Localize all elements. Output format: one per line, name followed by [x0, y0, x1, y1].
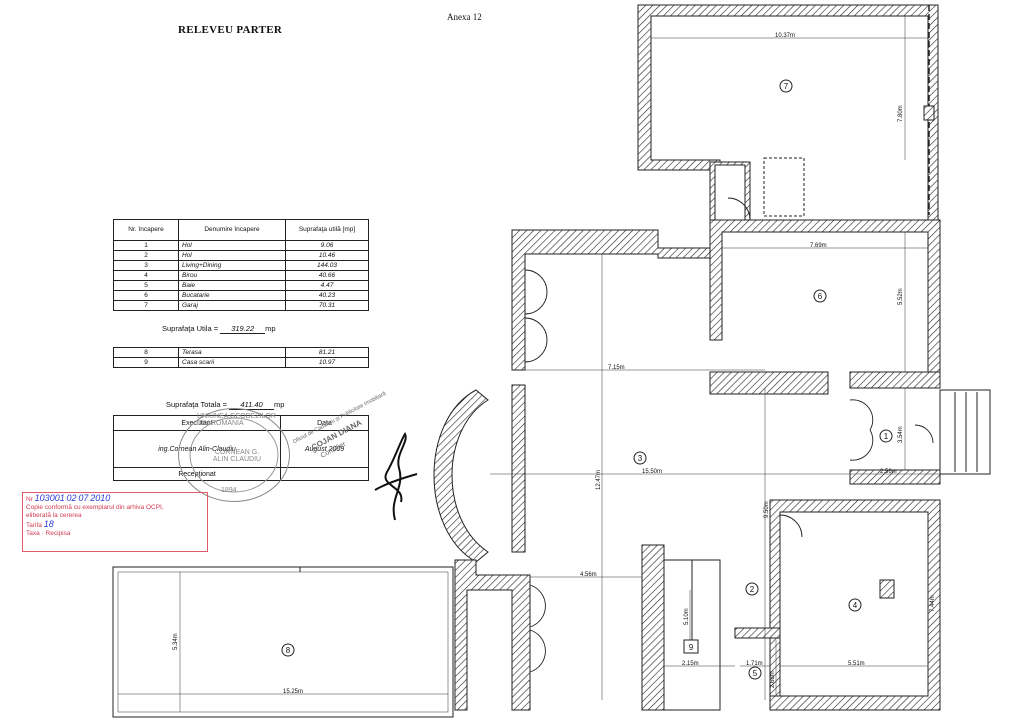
- useful-area-unit: mp: [265, 324, 276, 333]
- room-number-6: 6: [818, 292, 823, 301]
- room-label-5: 5: [748, 666, 762, 680]
- dim-office-width: 5.51m: [848, 661, 865, 667]
- room-number-1: 1: [884, 432, 889, 441]
- room-label-7: 7: [779, 79, 793, 93]
- dim-bath-width: 1.71m: [746, 661, 763, 667]
- execution-date: August 2009: [280, 430, 369, 468]
- red-stamp-line3: eliberată la cererea: [26, 512, 82, 519]
- room-number-3: 3: [638, 454, 643, 463]
- seal-ring-text: UNIUNEA GEODEZILOR DIN ROMÂNIA: [197, 413, 276, 427]
- dim-terrace-height: 5.34m: [173, 633, 179, 650]
- room-number-4: 4: [853, 601, 858, 610]
- cell-area: 70.31: [285, 300, 369, 311]
- signature: [374, 432, 418, 521]
- red-stamp-year: 2010: [90, 493, 111, 503]
- dim-terrace-width: 15.25m: [283, 689, 303, 695]
- room-label-8: 8: [281, 643, 295, 657]
- room-labels: 1 2 3 4 5 6 7 8 9: [281, 79, 893, 680]
- dim-kitchen-height: 5.52m: [898, 288, 904, 305]
- red-stamp-line1: Nr 103001 02 07 2010: [26, 493, 111, 504]
- red-stamp-day: 02: [66, 493, 77, 503]
- room-living-walls: [433, 229, 711, 711]
- red-stamp-line2: Copie conformă cu exemplarul din arhiva …: [26, 504, 164, 511]
- dim-bath-height: 2.68m: [770, 671, 776, 688]
- dim-living-width3: 4.56m: [580, 572, 597, 578]
- dim-hall1-width: 2.56m: [880, 469, 897, 475]
- cell-area: 10.97: [285, 357, 369, 368]
- red-stamp-receipt: Recipisa: [45, 530, 71, 537]
- dim-stair-width: 2.15m: [682, 661, 699, 667]
- dim-kitchen-width: 7.69m: [810, 243, 827, 249]
- dim-hall2-height: 9.50m: [764, 501, 770, 518]
- red-stamp-line5: Taxa · Recipisa: [26, 530, 71, 537]
- room-label-9: 9: [683, 639, 699, 654]
- room-terasa: [112, 566, 454, 718]
- room-hol1-walls: [849, 371, 991, 485]
- red-stamp-number: 103001: [34, 493, 65, 503]
- red-stamp-line4: Tarifa 18: [26, 520, 204, 530]
- total-area-unit: mp: [274, 400, 285, 409]
- useful-area-label: Suprafaţa Utila =: [162, 324, 219, 333]
- room-number-2: 2: [750, 585, 755, 594]
- stairs-lower: [663, 559, 721, 711]
- room-bucatarie-walls: [709, 219, 941, 395]
- dimension-lines: [118, 16, 940, 712]
- red-certification-stamp: Nr 103001 02 07 2010 Copie conformă cu e…: [22, 492, 208, 552]
- room-number-7: 7: [784, 82, 789, 91]
- seal-name: CORNEAN G. ALIN CLAUDIU: [212, 449, 262, 463]
- seal-number: 1894: [221, 487, 237, 494]
- room-number-9: 9: [689, 643, 694, 652]
- red-stamp-taxa: Taxa: [26, 530, 40, 537]
- room-label-1: 1: [879, 429, 893, 443]
- stairs-upper: [709, 157, 805, 223]
- red-stamp-tarifa-value: 18: [43, 519, 54, 529]
- room-number-8: 8: [286, 646, 291, 655]
- total-area-label: Suprafaţa Totala =: [166, 400, 227, 409]
- dim-living-width2: 15.50m: [642, 469, 662, 475]
- doors: [524, 197, 934, 673]
- useful-area-value: 319.22: [220, 324, 266, 334]
- surveyor-seal: UNIUNEA GEODEZILOR DIN ROMÂNIA CORNEAN G…: [178, 408, 290, 502]
- dim-garaj-height: 7.80m: [898, 105, 904, 122]
- page-title: RELEVEU PARTER: [178, 24, 283, 36]
- dim-living-height: 12.47m: [596, 470, 602, 490]
- dim-garaj-width: 10.37m: [775, 33, 795, 39]
- dim-hall1-height: 3.54m: [898, 426, 904, 443]
- red-stamp-month: 07: [78, 493, 89, 503]
- rooms-table-header: Nr. încapere Denumire încapere Suprafaţa…: [113, 219, 369, 241]
- dim-office-height: 7.44m: [930, 595, 936, 612]
- room-living-lower: [454, 559, 531, 711]
- room-birou-walls: [734, 499, 941, 711]
- red-stamp-tarifa-label: Tarifa: [26, 522, 42, 529]
- rooms-table: Nr. încapere Denumire încapere Suprafaţa…: [113, 219, 369, 311]
- room-label-4: 4: [848, 598, 862, 612]
- room-label-6: 6: [813, 289, 827, 303]
- room-label-2: 2: [745, 582, 759, 596]
- dimension-texts: 10.37m 7.80m 7.69m 5.52m 7.15m 15.50m 12…: [173, 33, 936, 695]
- room-number-5: 5: [753, 669, 758, 678]
- seal-ring-svg: [189, 417, 279, 493]
- room-label-3: 3: [633, 451, 647, 465]
- annex-label: Anexa 12: [447, 12, 482, 22]
- dim-stair-height: 5.10m: [684, 608, 690, 625]
- entrance-stairs: [954, 392, 978, 472]
- dim-living-width1: 7.15m: [608, 365, 625, 371]
